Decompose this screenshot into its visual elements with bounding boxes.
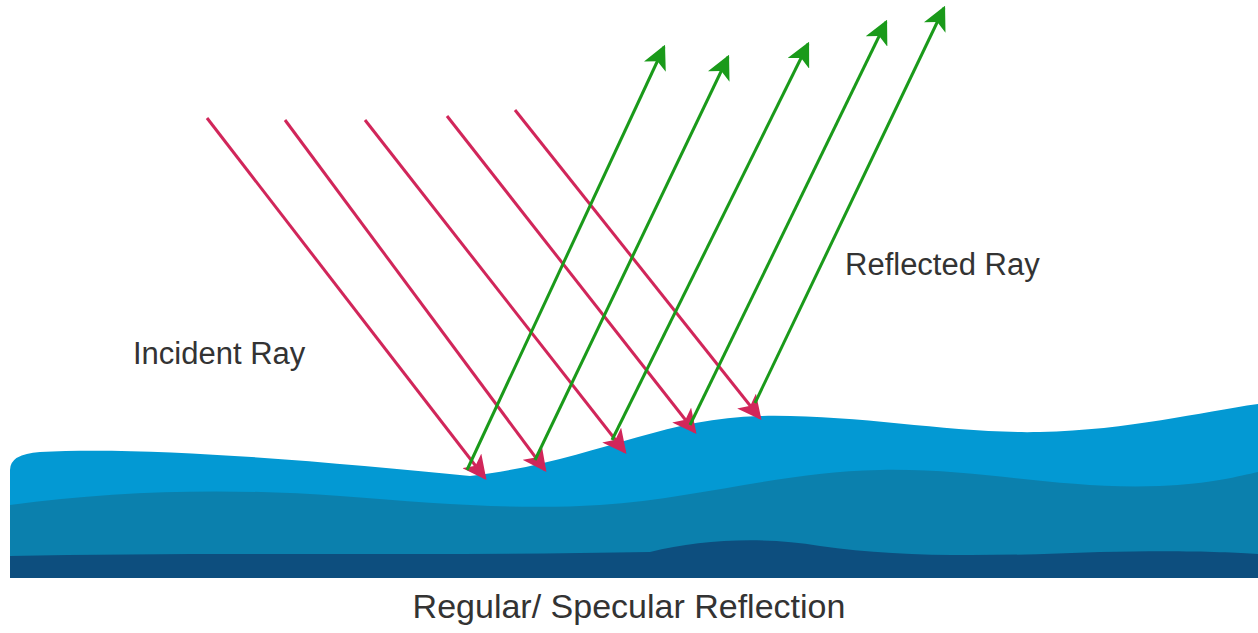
incident-ray [285,120,545,470]
diagram-caption: Regular/ Specular Reflection [413,588,846,625]
water-bottom-layer [10,540,1258,578]
incident-ray [365,120,625,452]
incident-ray [207,118,485,478]
water-top-layer [10,404,1258,578]
incident-ray [515,110,760,418]
reflected-ray [755,8,944,403]
ray-label: Incident Ray [133,337,305,371]
reflected-rays [467,8,944,470]
ray-label: Reflected Ray [845,248,1040,282]
reflected-ray [690,22,886,425]
water-surface [10,404,1258,578]
water-middle-layer [10,470,1258,578]
reflected-ray [467,47,664,470]
